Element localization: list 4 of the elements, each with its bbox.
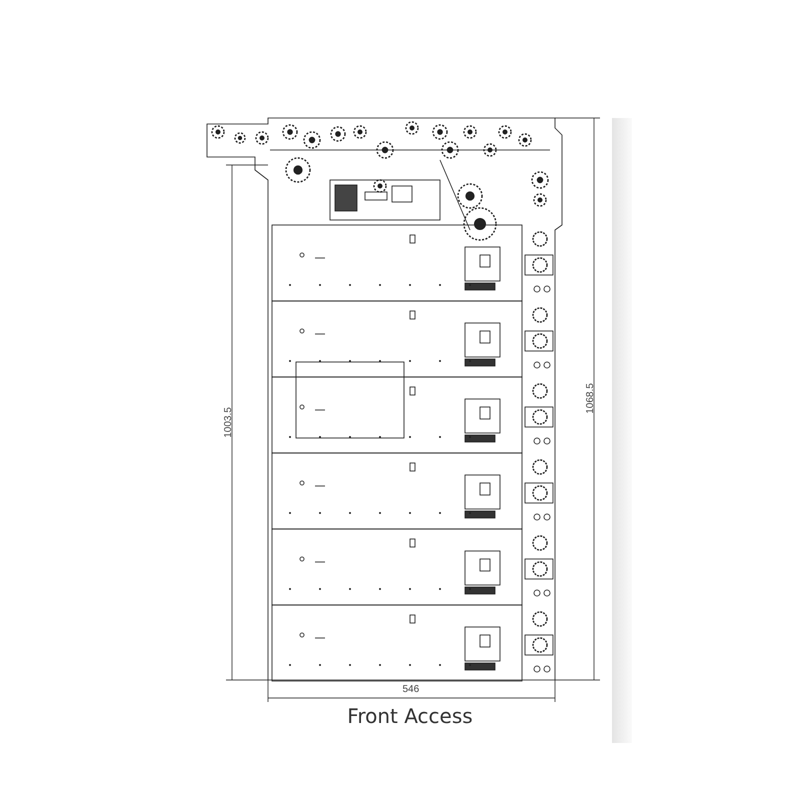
caption: Front Access — [346, 704, 474, 728]
dimension-label: 1003.5 — [222, 406, 234, 438]
dimension-label: 1068.5 — [584, 382, 596, 414]
dimension-label: 546 — [402, 684, 420, 694]
